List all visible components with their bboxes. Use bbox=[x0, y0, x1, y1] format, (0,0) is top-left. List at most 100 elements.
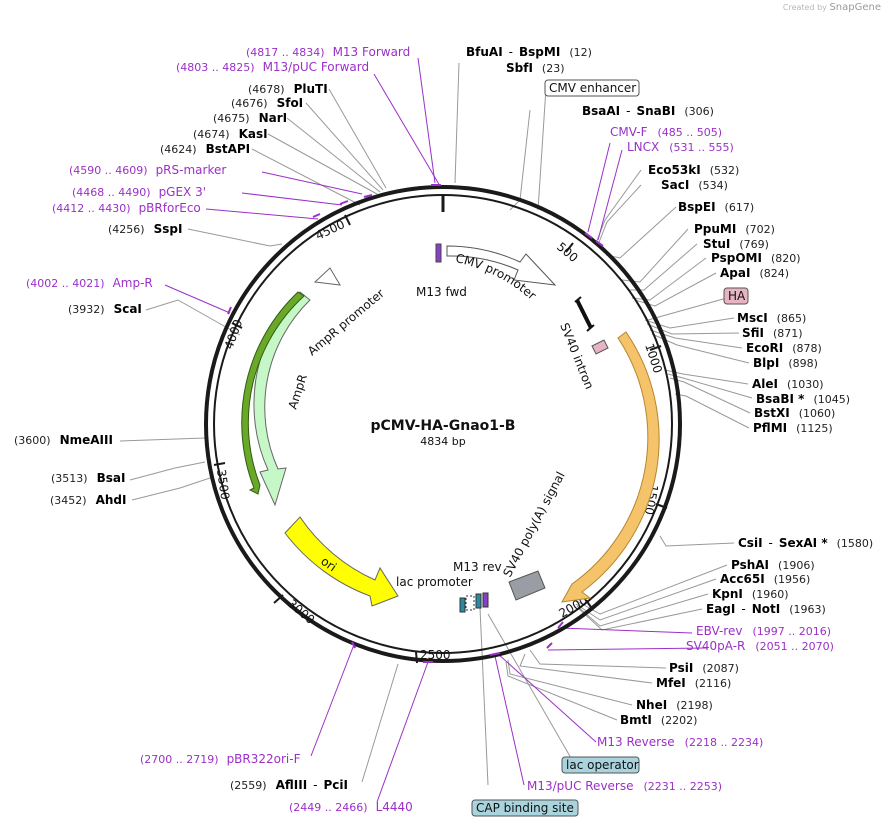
enzyme-name: PluTI bbox=[294, 82, 328, 96]
primer-name: EBV-rev bbox=[696, 624, 742, 638]
enzyme-label-right: MscI(865) bbox=[737, 311, 806, 325]
tick-label-4000: 4000 bbox=[222, 318, 246, 351]
enzyme-name-2: PciI bbox=[324, 778, 349, 792]
enzyme-label-right: BspEI(617) bbox=[678, 200, 754, 214]
enzyme-label-left: (4674)KasI bbox=[193, 127, 268, 141]
enzyme-label-right: Eco53kI(532) bbox=[648, 163, 739, 177]
enzyme-label-right: EcoRI(878) bbox=[746, 341, 822, 355]
enzyme-position: (769) bbox=[739, 238, 769, 251]
enzyme-label-right: Acc65I(1956) bbox=[720, 572, 810, 586]
enzyme-label-right: AleI(1030) bbox=[752, 377, 824, 391]
primer-name: pRS-marker bbox=[156, 163, 227, 177]
enzyme-position: (306) bbox=[684, 105, 714, 118]
ha-tag-feature bbox=[591, 339, 609, 355]
m13-rev-feature bbox=[482, 592, 489, 608]
enzyme-position: (3600) bbox=[14, 434, 51, 447]
enzyme-position: (878) bbox=[792, 342, 822, 355]
enzyme-label-left: (4624)BstAPI bbox=[160, 142, 250, 156]
primer-range: (4468 .. 4490) bbox=[72, 186, 151, 199]
tick-label-500: 500 bbox=[554, 240, 581, 265]
sv40-intron-bar bbox=[575, 299, 593, 329]
enzyme-label-right: BsaBI *(1045) bbox=[756, 392, 850, 406]
primer-name: pBRforEco bbox=[139, 201, 201, 215]
watermark-prefix: Created by bbox=[782, 3, 827, 12]
enzyme-label-right: BlpI(898) bbox=[753, 356, 818, 370]
enzyme-position: (820) bbox=[771, 252, 801, 265]
enzyme-label-left: (4256)SspI bbox=[108, 222, 182, 236]
primer-name: M13/pUC Forward bbox=[263, 60, 370, 74]
enzyme-label-left: (4675)NarI bbox=[213, 111, 287, 125]
primer-range: (4590 .. 4609) bbox=[69, 164, 148, 177]
enzyme-label-left: (3452) AhdI bbox=[50, 493, 126, 507]
tick-marks bbox=[213, 214, 668, 664]
enzyme-name: BstXI bbox=[754, 406, 790, 420]
enzyme-name: CsiI bbox=[738, 536, 763, 550]
watermark: Created by SnapGene bbox=[783, 2, 881, 13]
enzyme-name: NarI bbox=[259, 111, 288, 125]
enzyme-label-right: SbfI(23) bbox=[506, 61, 565, 75]
primer-range: (4817 .. 4834) bbox=[246, 46, 325, 59]
enzyme-label-right: SfiI (871) bbox=[742, 326, 803, 340]
primer-range: (2218 .. 2234) bbox=[685, 736, 764, 749]
primer-range: (2051 .. 2070) bbox=[755, 640, 834, 653]
enzyme-position: (12) bbox=[569, 46, 592, 59]
primer-name: L4440 bbox=[376, 800, 413, 814]
enzyme-position: (3513) bbox=[51, 472, 88, 485]
primer-name: M13/pUC Reverse bbox=[527, 779, 634, 793]
primer-label-right: M13 Reverse(2218 .. 2234) bbox=[597, 735, 763, 749]
enzyme-position: (617) bbox=[725, 201, 755, 214]
enzyme-name: ScaI bbox=[114, 302, 142, 316]
enzyme-name-2: SnaBI bbox=[636, 104, 675, 118]
enzyme-label-right: NheI(2198) bbox=[636, 698, 713, 712]
enzyme-name: SfiI bbox=[742, 326, 764, 340]
enzyme-name: PpuMI bbox=[694, 222, 736, 236]
gnao1-orf-arrow bbox=[561, 331, 660, 603]
primer-label-left: (4468 .. 4490)pGEX 3' bbox=[72, 185, 206, 199]
primer-range: (4803 .. 4825) bbox=[176, 61, 255, 74]
enzyme-position: (532) bbox=[710, 164, 740, 177]
primer-label-left: (4412 .. 4430)pBRforEco bbox=[52, 201, 201, 215]
enzyme-name: BlpI bbox=[753, 356, 779, 370]
primer-name: CMV-F bbox=[610, 125, 648, 139]
cap-binding-site-label: CAP binding site bbox=[476, 801, 574, 815]
enzyme-position: (1960) bbox=[752, 588, 789, 601]
enzyme-position: (871) bbox=[773, 327, 803, 340]
enzyme-position: (702) bbox=[745, 223, 775, 236]
features bbox=[241, 243, 660, 613]
primer-label-left: (2700 .. 2719)pBR322ori-F bbox=[140, 752, 301, 766]
enzyme-label-right: SacI(534) bbox=[661, 178, 728, 192]
enzyme-position: (4676) bbox=[231, 97, 268, 110]
enzyme-label-left: (3932)ScaI bbox=[68, 302, 142, 316]
tick-label-2500: 2500 bbox=[420, 648, 451, 662]
enzyme-name: BstAPI bbox=[206, 142, 251, 156]
enzyme-name-2: SexAI * bbox=[779, 536, 828, 550]
tick-label-3500: 3500 bbox=[214, 468, 232, 500]
enzyme-position: (2559) bbox=[230, 779, 267, 792]
enzyme-label-left: (3600)NmeAIII bbox=[14, 433, 113, 447]
primer-label-left: (4803 .. 4825) M13/pUC Forward bbox=[176, 60, 369, 74]
plasmid-name: pCMV-HA-Gnao1-B bbox=[371, 418, 516, 434]
primer-name: Amp-R bbox=[113, 276, 153, 290]
cmv-enhancer-label: CMV enhancer bbox=[549, 81, 636, 95]
enzyme-name: SspI bbox=[154, 222, 183, 236]
m13-rev-label: M13 rev bbox=[453, 560, 502, 574]
enzyme-position: (3452) bbox=[50, 494, 87, 507]
enzyme-position: (2116) bbox=[695, 677, 732, 690]
enzyme-name: PshAI bbox=[731, 558, 769, 572]
enzyme-label-right: BstXI(1060) bbox=[754, 406, 835, 420]
primer-name: LNCX bbox=[627, 140, 659, 154]
enzyme-label-left: (4678)PluTI bbox=[248, 82, 328, 96]
primer-name: SV40pA-R bbox=[686, 639, 745, 653]
enzyme-label-left: (4676)SfoI bbox=[231, 96, 303, 110]
enzyme-label-right: EagI-NotI(1963) bbox=[706, 602, 826, 616]
enzyme-position: (534) bbox=[698, 179, 728, 192]
enzyme-position: (865) bbox=[777, 312, 807, 325]
enzyme-position: (2202) bbox=[661, 714, 698, 727]
sv40-polyA-feature bbox=[508, 570, 546, 601]
enzyme-name: AhdI bbox=[96, 493, 127, 507]
primer-range: (531 .. 555) bbox=[669, 141, 734, 154]
enzyme-name: PflMI bbox=[753, 421, 787, 435]
primer-name: pBR322ori-F bbox=[227, 752, 301, 766]
enzyme-name: BsaI bbox=[97, 471, 126, 485]
enzyme-position: (1956) bbox=[774, 573, 811, 586]
